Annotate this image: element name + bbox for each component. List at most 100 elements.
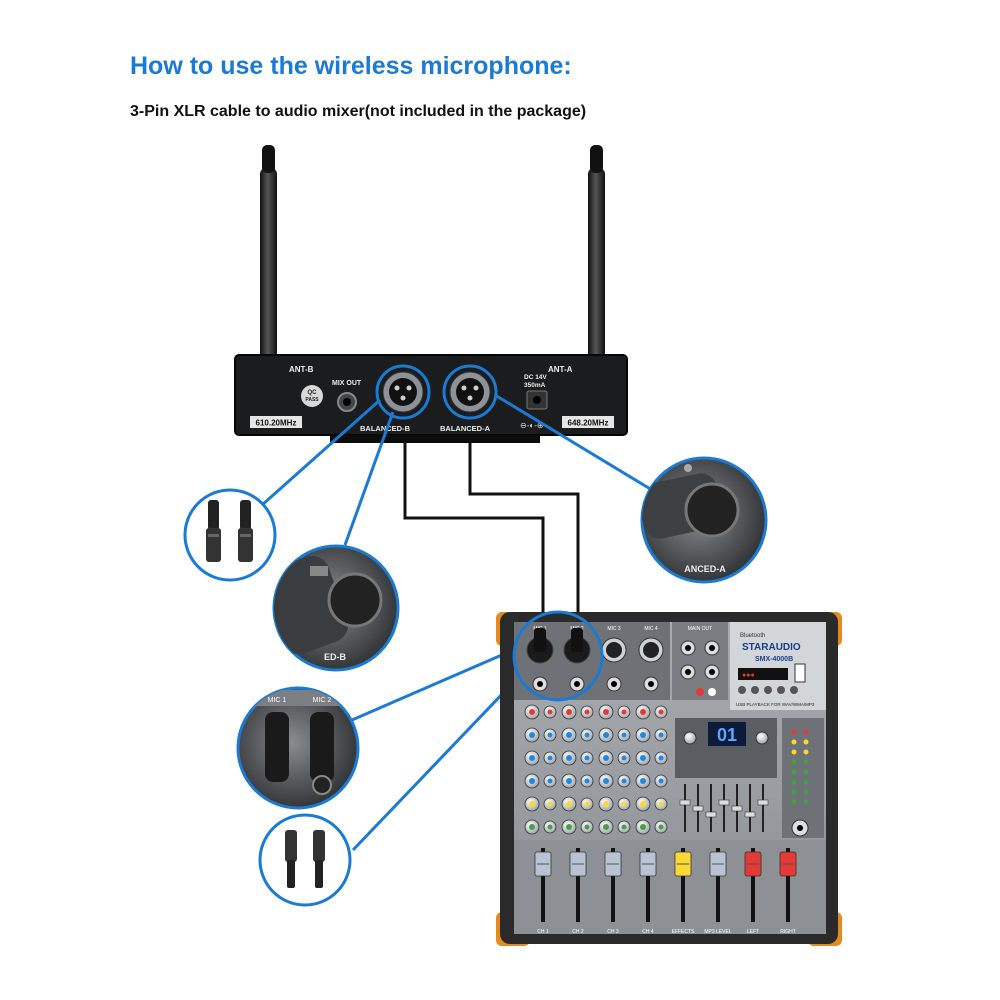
zoom-balanced-a-label: ANCED-A (684, 564, 726, 574)
xlr-male-connector-1 (285, 830, 297, 888)
svg-text:QC: QC (308, 390, 318, 396)
meter-led (791, 789, 797, 795)
balanced-b-label: BALANCED-B (360, 424, 411, 433)
knob (524, 727, 557, 743)
zoom-balanced-a: ANCED-A (640, 456, 768, 584)
fader-label-ch4: CH 4 (642, 929, 654, 935)
eq-slider (692, 784, 704, 832)
xlr-female-connector-1 (206, 500, 221, 562)
knob (561, 819, 594, 835)
zoom-balanced-b-label: ED-B (324, 652, 346, 662)
meter-led (803, 799, 809, 805)
meter-led (791, 739, 797, 745)
zoom-mic2-label: MIC 2 (313, 697, 332, 704)
fader (639, 848, 657, 922)
zoom-balanced-b: ED-B (272, 544, 400, 672)
meter-led (803, 729, 809, 735)
fader (569, 848, 587, 922)
freq-a-label: 648.20MHz (568, 419, 609, 428)
meter-led (791, 729, 797, 735)
mix-out-label: MIX OUT (332, 380, 362, 387)
meter-led (803, 759, 809, 765)
input-highlight-circle (512, 610, 604, 702)
knob (561, 727, 594, 743)
qc-pass-sticker: QC PASS (301, 385, 323, 407)
meter-led (803, 739, 809, 745)
fader (744, 848, 762, 922)
wireless-receiver: ANT-B ANT-A QC PASS MIX OUT (234, 145, 628, 443)
knob (524, 796, 557, 812)
channel-knobs (524, 704, 668, 835)
usb-playback-label: USB PLAYBACK FOR WAV/WMA/MP3 (736, 702, 815, 707)
eq-slider (718, 784, 730, 832)
bluetooth-label: Bluetooth (740, 633, 765, 639)
meter-led (791, 779, 797, 785)
knob (598, 773, 631, 789)
fader-label-ch1: CH 1 (537, 929, 549, 935)
eq-slider (679, 784, 691, 832)
fader-label-ch3: CH 3 (607, 929, 619, 935)
knob (524, 750, 557, 766)
fader-label-effects: EFFECTS (672, 929, 695, 935)
mix-out-jack (337, 392, 357, 412)
page-title: How to use the wireless microphone: (130, 52, 572, 80)
knob (524, 773, 557, 789)
plugged-xlr-ch2 (563, 628, 591, 664)
mp3-buttons (738, 686, 798, 694)
channel-faders (534, 848, 797, 922)
zoom-mic1-label: MIC 1 (268, 697, 287, 704)
mixer-mic3-label: MIC 3 (607, 626, 621, 632)
eq-slider (744, 784, 756, 832)
xlr-male-connector-2 (313, 830, 325, 888)
graphic-eq (679, 784, 769, 832)
meter-led (803, 779, 809, 785)
ant-a-label: ANT-A (548, 365, 573, 374)
mixer-brand: STARAUDIO (742, 642, 801, 653)
eq-slider (705, 784, 717, 832)
fader-labels: CH 1 CH 2 CH 3 CH 4 EFFECTS MP3 LEVEL LE… (537, 929, 795, 935)
xlr-female-connector-2 (238, 500, 253, 562)
meter-led (791, 749, 797, 755)
knob (598, 796, 631, 812)
fader (534, 848, 552, 922)
meter-led (791, 799, 797, 805)
knob (561, 704, 594, 720)
plugged-xlr-ch1 (526, 628, 554, 664)
fader (604, 848, 622, 922)
knob (561, 796, 594, 812)
fader (674, 848, 692, 922)
meter-led (803, 789, 809, 795)
knob (598, 727, 631, 743)
knob (598, 819, 631, 835)
main-out-label: MAIN OUT (688, 626, 712, 632)
xlr-output-a (442, 364, 498, 420)
knob (561, 773, 594, 789)
zoom-xlr-male-connectors (258, 813, 352, 907)
meter-led (803, 749, 809, 755)
level-meter (791, 729, 809, 805)
ant-b-label: ANT-B (289, 365, 314, 374)
fader (709, 848, 727, 922)
fader-label-right: RIGHT (780, 929, 796, 935)
balanced-a-label: BALANCED-A (440, 424, 491, 433)
xlr-output-b (375, 364, 431, 420)
meter-led (791, 759, 797, 765)
knob (598, 750, 631, 766)
polarity-symbol: ⊖-◐-⊕ (520, 421, 544, 430)
dc-label-line2: 350mA (524, 382, 546, 389)
xlr-input-ch3 (601, 637, 627, 663)
fader (779, 848, 797, 922)
mp3-display: ●●● (742, 672, 755, 679)
knob (635, 773, 668, 789)
mixer-mic4-label: MIC 4 (644, 626, 658, 632)
knob (561, 750, 594, 766)
fader-label-ch2: CH 2 (572, 929, 584, 935)
effects-display: 01 (717, 725, 737, 745)
meter-led (803, 769, 809, 775)
knob (635, 704, 668, 720)
eq-slider (731, 784, 743, 832)
fader-label-left: LEFT (747, 929, 759, 935)
freq-b-label: 610.20MHz (256, 419, 297, 428)
knob (635, 819, 668, 835)
